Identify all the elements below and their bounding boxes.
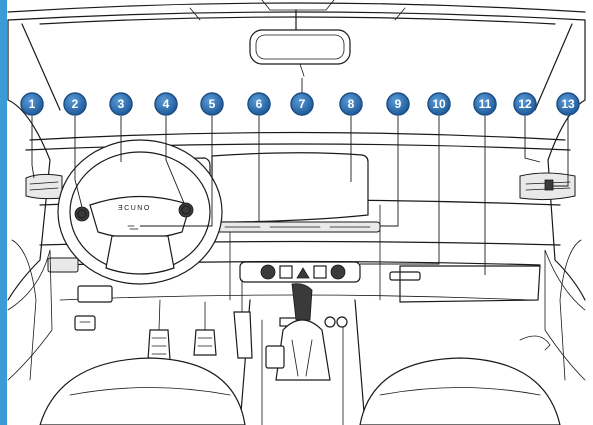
callout-3: 3 — [110, 93, 132, 115]
callout-10: 10 — [428, 93, 450, 115]
callout-4: 4 — [155, 93, 177, 115]
center-vent-strip — [210, 222, 380, 232]
steering-wheel: ƎCUNO — [58, 140, 222, 284]
rearview-mirror — [250, 10, 350, 76]
svg-text:11: 11 — [479, 97, 492, 111]
svg-text:5: 5 — [209, 97, 216, 111]
central-display — [212, 153, 368, 222]
callout-11: 11 — [474, 93, 496, 115]
callouts: 1 2 3 4 5 6 7 — [21, 93, 579, 115]
svg-text:1: 1 — [29, 97, 36, 111]
callout-8: 8 — [340, 93, 362, 115]
steering-wheel-brand: ƎCUNO — [118, 205, 151, 212]
callout-7: 7 — [291, 93, 313, 115]
callout-5: 5 — [201, 93, 223, 115]
svg-text:2: 2 — [72, 97, 79, 111]
svg-text:7: 7 — [299, 97, 306, 111]
svg-text:10: 10 — [432, 97, 446, 111]
left-air-vent — [26, 174, 62, 198]
center-control-panel — [240, 262, 420, 282]
callout-9: 9 — [387, 93, 409, 115]
svg-text:6: 6 — [256, 97, 263, 111]
callout-6: 6 — [248, 93, 270, 115]
center-console — [240, 284, 365, 425]
callout-2: 2 — [64, 93, 86, 115]
callout-13: 13 — [557, 93, 579, 115]
callout-12: 12 — [514, 93, 536, 115]
svg-text:12: 12 — [518, 97, 532, 111]
pedals — [148, 280, 252, 360]
svg-text:8: 8 — [348, 97, 355, 111]
svg-text:3: 3 — [118, 97, 125, 111]
svg-text:9: 9 — [395, 97, 402, 111]
callout-1: 1 — [21, 93, 43, 115]
svg-text:13: 13 — [561, 97, 575, 111]
svg-text:4: 4 — [163, 97, 170, 111]
